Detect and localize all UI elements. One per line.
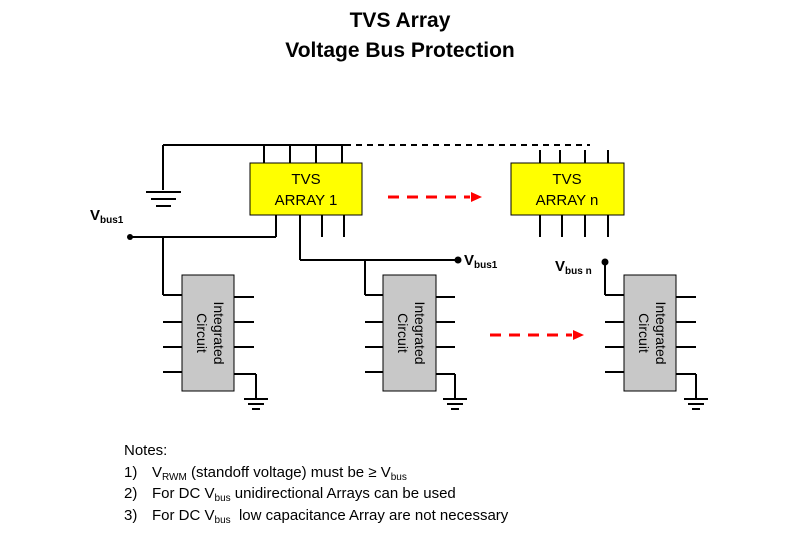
note-3-text-b: low capacitance Array are not necessary: [230, 506, 509, 524]
vbus1-mid-label-sub: bus1: [474, 260, 498, 271]
dashed-arrow-bottom: [490, 330, 584, 340]
integrated-circuit-2: [382, 274, 437, 392]
note-2-text-b: unidirectional Arrays can be used: [230, 485, 456, 502]
note-2-sub: bus: [214, 493, 231, 504]
ground-symbol-top: [146, 191, 181, 207]
vbus-n-label: Vbus n: [555, 258, 592, 277]
tvs-array-1-pins: [263, 145, 345, 260]
vbus1-left-label: Vbus1: [90, 207, 124, 226]
tvs-array-n-label-line2: ARRAY n: [536, 192, 599, 209]
vbus1-left-label-sub: bus1: [100, 215, 124, 226]
notes-heading: Notes:: [124, 442, 168, 459]
note-1-number: 1): [124, 463, 138, 481]
vbus1-left-label-main: V: [90, 207, 101, 224]
note-2-number: 2): [124, 485, 138, 502]
tvs-array-n-pins: [539, 150, 609, 237]
note-1-sub-a: RWM: [162, 471, 187, 483]
vbus1-mid-terminal-dot: [454, 256, 462, 264]
ic3-label-line2: Circuit: [636, 313, 652, 353]
integrated-circuit-n: [623, 274, 677, 392]
note-1-text-b: (standoff voltage) must be: [186, 463, 369, 481]
note-1-text-c: V: [376, 463, 391, 481]
ic1-label-line2: Circuit: [194, 313, 210, 353]
tvs-array-1-box: [249, 162, 363, 216]
ic3-label-line1: Integrated: [653, 301, 669, 364]
note-1: 1)VRWM (standoff voltage) must be ≥ Vbus: [124, 462, 508, 484]
note-2-text-a: For DC V: [152, 485, 215, 502]
vbus-n-label-sub: bus n: [565, 266, 592, 277]
tvs-array-1-label-line2: ARRAY 1: [275, 192, 338, 209]
note-3-number: 3): [124, 506, 138, 524]
ic1-label-line1: Integrated: [211, 301, 227, 364]
vbus-n-label-main: V: [555, 258, 566, 275]
dashed-arrow-top: [388, 192, 482, 202]
ic2-label-line1: Integrated: [412, 301, 428, 364]
ic-3-pins: [605, 296, 697, 398]
notes-section: Notes: 1)VRWM (standoff voltage) must be…: [124, 440, 508, 526]
note-3-text-a: For DC V: [152, 506, 215, 524]
ic2-label-line2: Circuit: [395, 313, 411, 353]
ic-2-pins: [365, 296, 456, 398]
note-2: 2) For DC Vbus unidirectional Arrays can …: [124, 483, 508, 505]
tvs-array-n-label-line1: TVS: [552, 171, 581, 188]
ground-symbol-ic3: [684, 398, 708, 410]
diagram-subtitle: Voltage Bus Protection: [285, 39, 515, 62]
tvs-array-1-label-line1: TVS: [291, 171, 320, 188]
note-3: 3) For DC Vbus low capacitance Array are …: [124, 505, 508, 527]
diagram-title: TVS Array: [349, 9, 451, 32]
note-3-sub: bus: [214, 514, 231, 526]
vbus1-mid-label: Vbus1: [464, 252, 498, 271]
ic-1-pins: [163, 296, 257, 398]
vbus1-mid-label-main: V: [464, 252, 475, 269]
integrated-circuit-1: [181, 274, 235, 392]
note-1-sub-b: bus: [390, 471, 407, 483]
ground-symbol-ic1: [244, 398, 268, 410]
vbus-n-terminal-dot: [601, 258, 609, 266]
tvs-array-n-box: [510, 162, 625, 216]
ground-symbol-ic2: [443, 398, 467, 410]
vbus1-left-terminal-dot: [127, 234, 133, 240]
note-1-text-a: V: [152, 463, 163, 481]
note-1-geq-symbol: ≥: [368, 463, 377, 481]
